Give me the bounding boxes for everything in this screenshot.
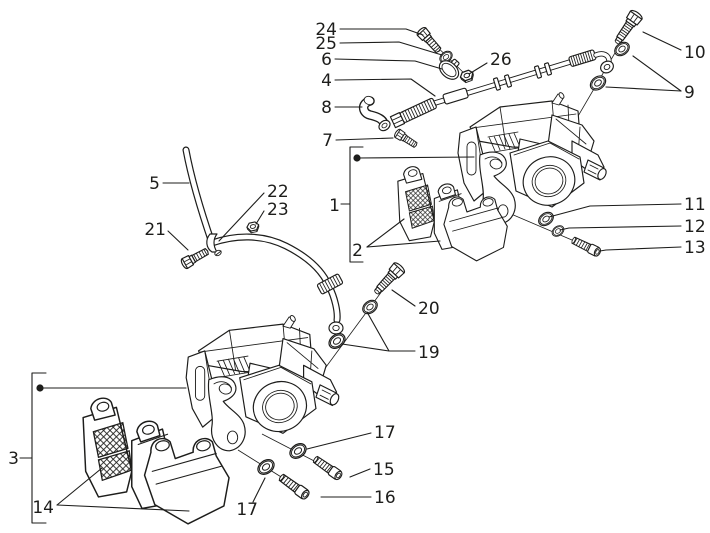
upper-banjo-eye [600,60,614,74]
washer-9-upper [611,38,633,60]
callout-2-leader [366,240,441,248]
callout-22-leader [218,192,265,242]
upper-hose-assembly [389,49,614,129]
callout-13-label: 13 [684,238,706,258]
callout-2-label: 2 [352,241,363,261]
callout-10-label: 10 [684,43,706,63]
callout-19-leader [366,311,416,352]
bracket-1-reference-dot [353,154,361,162]
callout-7-label: 7 [322,131,333,151]
callout-24-label: 24 [315,20,337,40]
hose-collar [544,62,552,76]
bracket-1-reference-line [356,156,475,159]
callout-25-label: 25 [315,34,337,54]
callout-17-label: 17 [236,500,258,520]
callout-22-label: 22 [267,182,289,202]
bolt-13 [569,234,603,258]
callout-14-leader [56,504,190,512]
washer-19-lower [325,329,349,353]
callout-21-label: 21 [144,220,166,240]
callout-23-label: 23 [267,200,289,220]
callout-7-leader [335,137,394,141]
callout-19-leader [341,343,390,352]
hose-collar [534,65,542,79]
callout-26-leader [468,62,488,75]
callout-6-label: 6 [321,50,332,70]
callout-24-leader [339,28,424,36]
callout-3-label: 3 [8,449,19,469]
banjo-bolt-10 [610,8,645,48]
callout-4-leader [334,78,436,97]
washer-9-lower [587,72,609,94]
clamp-22 [206,233,222,257]
cable-lever [358,95,391,132]
callout-2-leader [366,218,405,248]
screw-7 [392,127,420,150]
brake-pipe [182,146,344,335]
hex-bolt-21 [179,245,211,271]
callout-12-leader [559,225,682,231]
callout-11-label: 11 [684,195,706,215]
washer-17-upper [286,440,310,462]
callout-9-leader [632,55,682,92]
callout-11-leader [548,203,682,218]
group-bracket-3 [31,372,47,524]
callout-26-label: 26 [490,50,512,70]
callout-5-label: 5 [149,174,160,194]
callout-20-label: 20 [418,299,440,319]
callout-4-label: 4 [321,71,332,91]
callout-1-label: 1 [329,196,340,216]
callout-17-leader [306,432,372,450]
callout-10-leader [642,31,682,51]
clamp-6 [438,58,460,80]
hose-sleeve [442,87,469,105]
nut-23 [245,220,261,235]
bolt-16 [276,471,312,502]
washer-17-lower [254,456,278,478]
bolt-15 [311,454,345,482]
callout-21-leader [167,230,189,251]
callout-17-label: 17 [374,423,396,443]
callout-16-label: 16 [374,488,396,508]
callout-15-leader [349,468,371,478]
callout-6-leader [334,58,443,70]
caliper-lower [185,313,342,452]
callout-14-leader [56,467,103,506]
hose-collar [504,74,512,88]
hose-end-ribbed [568,49,597,67]
hex-bolt-24 [415,25,444,56]
callout-23-leader [255,210,265,225]
callout-12-label: 12 [684,217,706,237]
callout-9-leader [605,86,682,92]
hose-ribbed-sleeve [316,273,344,295]
bracket-3-reference-dot [36,384,44,392]
callout-20-leader [391,289,416,307]
callout-14-label: 14 [32,498,54,518]
washer-19-upper [359,296,381,318]
hose-banjo-eye [328,321,344,335]
hose-adjuster [389,97,437,129]
callout-15-label: 15 [373,460,395,480]
banjo-bolt-20 [370,260,407,299]
hose-collar [493,77,501,91]
callout-8-label: 8 [321,98,332,118]
callout-13-leader [599,246,682,252]
callout-9-label: 9 [684,83,695,103]
callout-17-leader [252,477,266,503]
callout-25-leader [339,41,443,56]
callout-19-label: 19 [418,343,440,363]
